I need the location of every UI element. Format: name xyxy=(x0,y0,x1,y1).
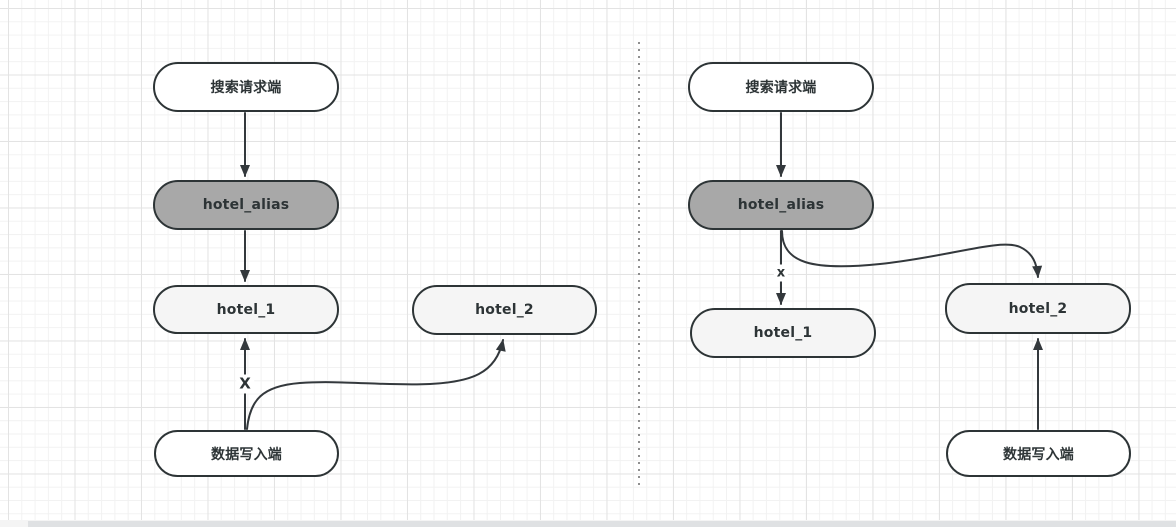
node-right-hotel-2[interactable]: hotel_2 xyxy=(945,283,1131,334)
node-label: hotel_1 xyxy=(753,325,813,341)
node-left-hotel-1[interactable]: hotel_1 xyxy=(153,285,339,334)
node-label: 搜索请求端 xyxy=(745,80,817,96)
node-right-data-writer[interactable]: 数据写入端 xyxy=(946,430,1131,477)
node-label: hotel_alias xyxy=(737,197,825,213)
node-label: 数据写入端 xyxy=(1003,446,1074,463)
edge-left-writer-to-hotel2-curve[interactable] xyxy=(246,339,506,430)
node-left-data-writer[interactable]: 数据写入端 xyxy=(154,430,339,477)
node-right-hotel-alias[interactable]: hotel_alias xyxy=(688,180,874,230)
blocked-mark-left: X xyxy=(236,374,254,394)
node-left-search-client[interactable]: 搜索请求端 xyxy=(153,62,339,112)
node-label: hotel_alias xyxy=(202,197,290,213)
node-right-hotel-1[interactable]: hotel_1 xyxy=(690,308,876,358)
edge-right-alias-to-hotel2-curve[interactable] xyxy=(781,230,1043,278)
horizontal-scrollbar-track xyxy=(0,520,1176,527)
node-left-hotel-alias[interactable]: hotel_alias xyxy=(153,180,339,230)
node-label: hotel_1 xyxy=(216,301,276,318)
node-label: hotel_2 xyxy=(475,302,534,318)
node-label: 数据写入端 xyxy=(211,446,282,463)
node-label: 搜索请求端 xyxy=(210,80,282,96)
panel-divider-dotted-line xyxy=(638,42,640,490)
blocked-mark-right: x xyxy=(773,264,789,282)
node-label: hotel_2 xyxy=(1008,300,1068,317)
node-right-search-client[interactable]: 搜索请求端 xyxy=(688,62,874,112)
horizontal-scrollbar-thumb[interactable] xyxy=(28,521,1176,527)
node-left-hotel-2[interactable]: hotel_2 xyxy=(412,285,597,335)
